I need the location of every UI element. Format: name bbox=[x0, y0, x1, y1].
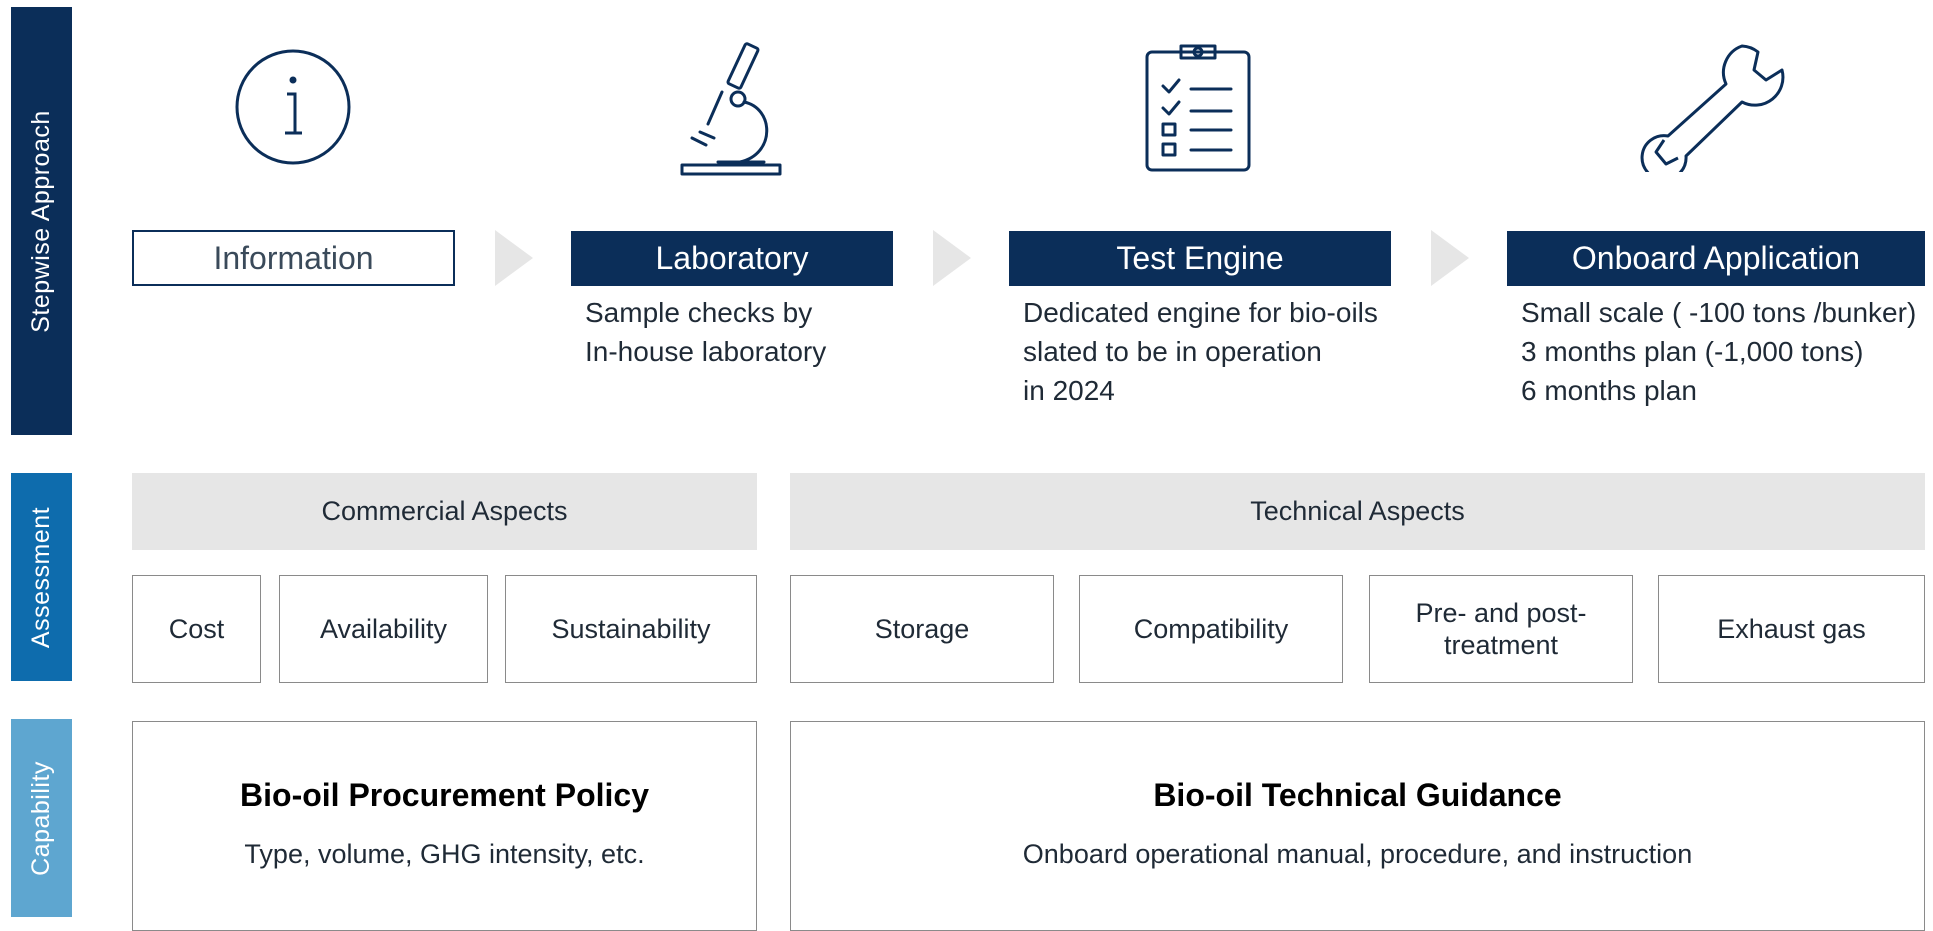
step-onboard-application-label: Onboard Application bbox=[1571, 240, 1861, 276]
microscope-icon bbox=[678, 38, 786, 178]
step-information: Information bbox=[132, 230, 455, 286]
tile-storage: Storage bbox=[790, 575, 1054, 683]
description-line: Sample checks by bbox=[585, 297, 813, 328]
tile-exhaust-gas: Exhaust gas bbox=[1658, 575, 1925, 683]
procurement-policy-box: Bio-oil Procurement Policy Type, volume,… bbox=[132, 721, 757, 931]
step-test-engine-description: Dedicated engine for bio-oils slated to … bbox=[1023, 293, 1378, 410]
tile-label: Cost bbox=[168, 614, 225, 644]
sidebar-capability: Capability bbox=[11, 719, 72, 917]
description-line: Dedicated engine for bio-oils bbox=[1023, 297, 1378, 328]
description-line: slated to be in operation bbox=[1023, 336, 1322, 367]
clipboard-checklist-icon bbox=[1143, 38, 1253, 174]
technical-guidance-subtitle: Onboard operational manual, procedure, a… bbox=[1022, 839, 1693, 869]
description-line: Small scale ( -100 tons /bunker) bbox=[1521, 297, 1917, 328]
tile-label: Sustainability bbox=[551, 614, 711, 644]
description-line: 6 months plan bbox=[1521, 375, 1697, 406]
technical-aspects-header: Technical Aspects bbox=[790, 473, 1925, 550]
step-test-engine: Test Engine bbox=[1009, 231, 1391, 286]
description-line: In-house laboratory bbox=[585, 336, 827, 367]
sidebar-assessment-label: Assessment bbox=[27, 506, 56, 648]
tile-sustainability: Sustainability bbox=[505, 575, 757, 683]
tile-label: Pre- and post- treatment bbox=[1415, 598, 1587, 660]
description-line: in 2024 bbox=[1023, 375, 1115, 406]
tile-label: Availability bbox=[319, 614, 448, 644]
technical-guidance-box: Bio-oil Technical Guidance Onboard opera… bbox=[790, 721, 1925, 931]
commercial-aspects-label: Commercial Aspects bbox=[321, 496, 568, 526]
step-onboard-application-description: Small scale ( -100 tons /bunker) 3 month… bbox=[1521, 293, 1916, 410]
sidebar-assessment: Assessment bbox=[11, 473, 72, 681]
description-line: 3 months plan (-1,000 tons) bbox=[1521, 336, 1864, 367]
tile-label: Compatibility bbox=[1133, 614, 1289, 644]
tile-availability: Availability bbox=[279, 575, 488, 683]
wrench-icon bbox=[1640, 40, 1790, 172]
step-information-label: Information bbox=[213, 239, 374, 276]
tile-compatibility: Compatibility bbox=[1079, 575, 1343, 683]
tile-label: Exhaust gas bbox=[1717, 614, 1866, 644]
chevron-right-icon bbox=[933, 230, 971, 286]
step-onboard-application: Onboard Application bbox=[1507, 231, 1925, 286]
tile-cost: Cost bbox=[132, 575, 261, 683]
step-laboratory-description: Sample checks by In-house laboratory bbox=[585, 293, 826, 371]
technical-guidance-title: Bio-oil Technical Guidance bbox=[1153, 777, 1562, 813]
info-icon bbox=[232, 46, 354, 168]
procurement-policy-title: Bio-oil Procurement Policy bbox=[240, 777, 649, 813]
chevron-right-icon bbox=[1431, 230, 1469, 286]
sidebar-stepwise-label: Stepwise Approach bbox=[27, 109, 55, 333]
step-laboratory: Laboratory bbox=[571, 231, 893, 286]
commercial-aspects-header: Commercial Aspects bbox=[132, 473, 757, 550]
tile-label: Storage bbox=[874, 614, 970, 644]
step-laboratory-label: Laboratory bbox=[655, 240, 809, 276]
step-test-engine-label: Test Engine bbox=[1116, 240, 1284, 276]
sidebar-stepwise-approach: Stepwise Approach bbox=[11, 7, 72, 435]
technical-aspects-label: Technical Aspects bbox=[1250, 496, 1465, 526]
sidebar-capability-label: Capability bbox=[27, 760, 55, 876]
chevron-right-icon bbox=[495, 230, 533, 286]
procurement-policy-subtitle: Type, volume, GHG intensity, etc. bbox=[244, 839, 645, 869]
tile-pre-post-treatment: Pre- and post- treatment bbox=[1369, 575, 1633, 683]
